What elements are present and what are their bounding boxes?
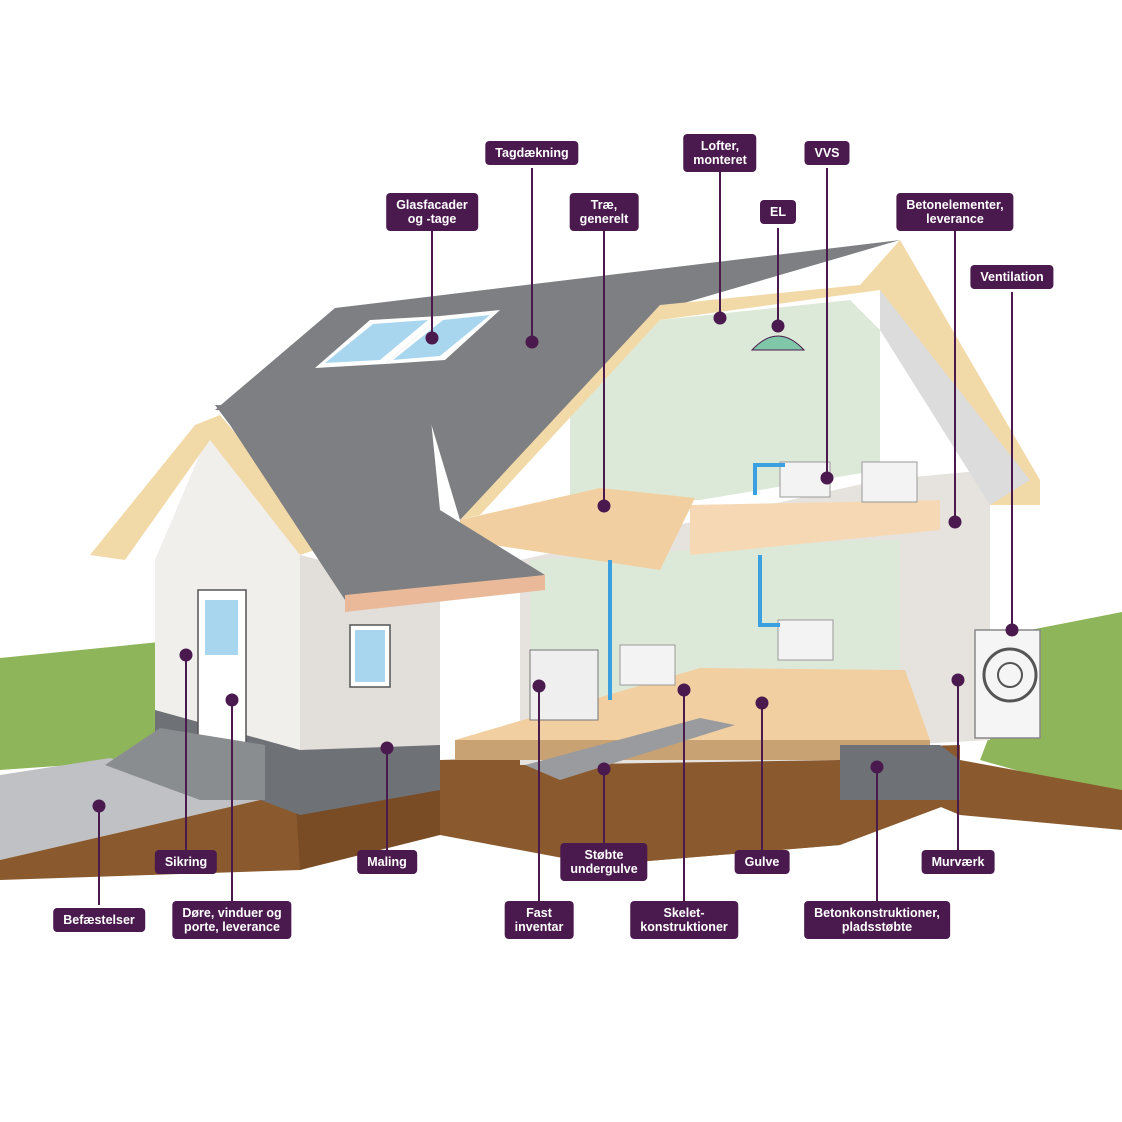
label-betonelementer-line-2: leverance (926, 212, 984, 226)
loft-floor (690, 500, 940, 555)
label-ventilation-line-1: Ventilation (980, 270, 1044, 284)
dot-maling (380, 741, 394, 755)
label-fast-line-2: inventar (514, 920, 564, 934)
label-befaestelser-line-1: Befæstelser (63, 913, 135, 927)
dot-befaestelser (92, 799, 106, 813)
dot-glasfacader (425, 331, 439, 345)
dot-tagdaekning (525, 335, 539, 349)
dot-murvaerk (951, 673, 965, 687)
label-dore-line-1: Døre, vinduer og (182, 906, 282, 920)
label-maling[interactable]: Maling (357, 850, 417, 874)
dot-betonelementer (948, 515, 962, 529)
annex-roof-edge (345, 575, 545, 612)
label-trae-line-2: generelt (579, 212, 629, 226)
dot-fast (532, 679, 546, 693)
label-glasfacader-line-1: Glasfacader (396, 198, 468, 212)
dot-stobte (597, 762, 611, 776)
ceiling-lamp (750, 335, 806, 351)
dot-gulve (755, 696, 769, 710)
dot-el (771, 319, 785, 333)
dot-lofter (713, 311, 727, 325)
fan-grille-inner (997, 662, 1023, 688)
label-betonkonstruktioner[interactable]: Betonkonstruktioner,pladsstøbte (804, 901, 950, 939)
label-murvaerk-line-1: Murværk (931, 855, 985, 869)
pipe-1 (753, 463, 785, 495)
label-vvs-line-1: VVS (814, 146, 840, 160)
label-skelet[interactable]: Skelet-konstruktioner (630, 901, 738, 939)
label-tagdaekning-line-1: Tagdækning (495, 146, 569, 160)
label-betonkonstruktioner-line-1: Betonkonstruktioner, (814, 906, 940, 920)
label-befaestelser[interactable]: Befæstelser (53, 908, 145, 932)
label-betonelementer[interactable]: Betonelementer,leverance (896, 193, 1014, 231)
label-lofter-line-2: monteret (693, 153, 747, 167)
dot-trae (597, 499, 611, 513)
floor-trench (525, 718, 735, 780)
label-lofter[interactable]: Lofter,monteret (683, 134, 757, 172)
main-foundation (840, 745, 960, 800)
label-dore-line-2: porte, leverance (184, 920, 280, 934)
label-vvs[interactable]: VVS (804, 141, 850, 165)
label-el[interactable]: EL (760, 200, 796, 224)
label-murvaerk[interactable]: Murværk (921, 850, 995, 874)
label-stobte-line-1: Støbte (584, 848, 624, 862)
label-gulve-line-1: Gulve (744, 855, 780, 869)
label-ventilation[interactable]: Ventilation (970, 265, 1054, 289)
label-tagdaekning[interactable]: Tagdækning (485, 141, 579, 165)
main-roof (215, 240, 900, 520)
grass-right (980, 612, 1122, 800)
label-gulve[interactable]: Gulve (734, 850, 790, 874)
skylight-1-glass (325, 320, 428, 363)
label-betonelementer-line-1: Betonelementer, (906, 198, 1004, 212)
label-betonkonstruktioner-line-2: pladsstøbte (841, 920, 913, 934)
label-maling-line-1: Maling (367, 855, 407, 869)
annex-gable (90, 415, 330, 560)
door-glass (205, 600, 238, 655)
label-el-line-1: EL (770, 205, 786, 219)
ground-floor (455, 668, 930, 745)
radiator-lower-1 (619, 644, 676, 686)
dot-dore (225, 693, 239, 707)
annex-roof (215, 405, 545, 600)
dot-skelet (677, 683, 691, 697)
loft-slab (460, 488, 695, 570)
label-skelet-line-1: Skelet- (663, 906, 705, 920)
label-sikring-line-1: Sikring (164, 855, 208, 869)
dot-betonkonstruktioner (870, 760, 884, 774)
dot-ventilation (1005, 623, 1019, 637)
pipe-3 (758, 555, 780, 627)
skylight-2-glass (393, 315, 490, 360)
label-glasfacader-line-2: og -tage (407, 212, 457, 226)
label-trae[interactable]: Træ,generelt (569, 193, 639, 231)
dot-vvs (820, 471, 834, 485)
label-sikring[interactable]: Sikring (154, 850, 218, 874)
fan-grille (982, 647, 1038, 703)
annex-window-glass (355, 630, 385, 682)
label-lofter-line-1: Lofter, (700, 139, 740, 153)
label-fast-line-1: Fast (526, 906, 552, 920)
label-trae-line-1: Træ, (590, 198, 618, 212)
label-skelet-line-2: konstruktioner (640, 920, 728, 934)
dot-sikring (179, 648, 193, 662)
radiator-upper-2 (861, 461, 918, 503)
label-stobte-line-2: undergulve (570, 862, 638, 876)
radiator-lower-2 (777, 619, 834, 661)
